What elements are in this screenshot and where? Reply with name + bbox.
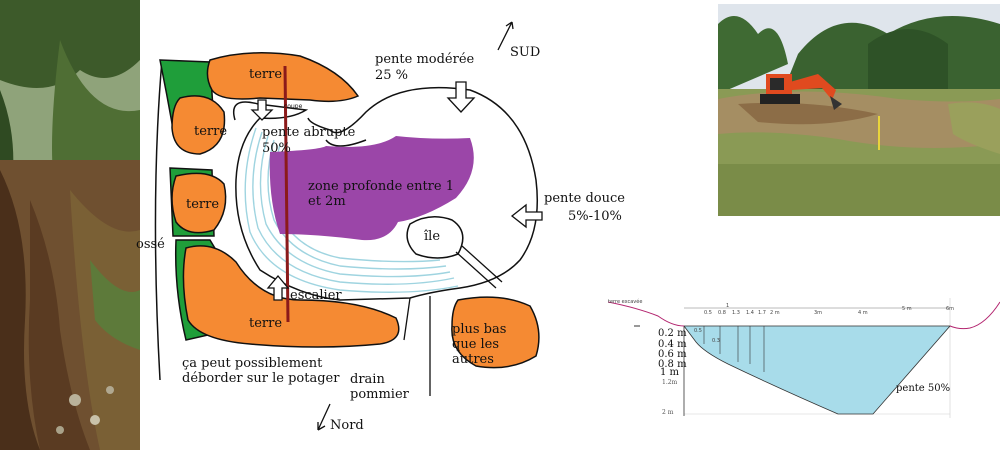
top-tick-8: 4 m — [858, 310, 868, 316]
terre-bottom — [182, 245, 400, 348]
photo-excavation — [718, 4, 1000, 216]
slope-label: pente 50% — [896, 383, 951, 394]
label-plus-bas: plus bas que les autres — [452, 322, 507, 367]
top-tick-2: 1 — [726, 303, 730, 309]
arrow-pente-moderee — [446, 81, 476, 113]
terre-plus-bas — [451, 296, 540, 369]
arrow-escalier — [266, 274, 290, 301]
step-label-0: 0.5 — [694, 328, 702, 334]
label-terre-left-1: terre — [194, 124, 228, 139]
top-tick-1: 0.8 — [718, 310, 726, 316]
label-pente-douce-pct: 5%-10% — [568, 209, 622, 224]
depth-label-3: 0.8 m — [658, 359, 687, 370]
pond-sketch: terre terre terre terre coupe pente modé… — [136, 0, 740, 450]
label-nord: Nord — [330, 418, 364, 433]
top-tick-7: 3m — [814, 310, 823, 316]
top-tick-4: 1.4 — [746, 310, 754, 316]
label-pente-abrupte-pct: 50% — [262, 141, 291, 156]
photo-excavation-image — [718, 4, 1000, 216]
label-sud: SUD — [510, 45, 541, 60]
pond-outline — [233, 86, 539, 301]
label-pente-moderee: pente modérée — [375, 52, 475, 67]
label-pente-douce: pente douce — [544, 191, 625, 206]
label-coupe: coupe — [284, 103, 303, 110]
top-tick-6: 2 m — [770, 310, 780, 316]
label-fosse: ossé — [136, 237, 165, 252]
terre-left-1 — [171, 95, 226, 155]
arrow-sud-icon — [497, 21, 514, 51]
depth-label-6: 2 m — [662, 409, 674, 416]
label-escalier: escalier — [290, 288, 342, 303]
depth-label-5: 1.2m — [662, 379, 678, 386]
deep-zone — [269, 136, 474, 241]
top-tick-5: 1.7 — [758, 310, 766, 316]
terre-top — [206, 52, 360, 103]
section-line — [283, 65, 290, 323]
depth-label-2: 0.6 m — [658, 349, 687, 360]
excavator-icon — [760, 74, 842, 110]
profile-title: terre excavée — [608, 299, 643, 305]
photo-ditch — [0, 0, 140, 450]
label-drain: drain pommier — [350, 372, 409, 402]
arrow-pente-abrupte — [250, 99, 274, 121]
photo-ditch-image — [0, 0, 140, 450]
water-body — [683, 325, 951, 415]
terre-left-2 — [171, 172, 227, 234]
label-pente-moderee-pct: 25 % — [375, 68, 409, 83]
contour-lines — [244, 127, 459, 293]
label-ile: île — [424, 229, 441, 244]
cross-section-profile: terre excavée 0.2 m 0.4 m 0.6 m 0.8 m 1 … — [608, 268, 1000, 428]
label-zone-profonde: zone profonde entre 1 et 2m — [308, 179, 454, 209]
label-pente-abrupte: pente abrupte — [262, 125, 356, 140]
top-tick-9: 5 m — [902, 306, 912, 312]
label-terre-left-2: terre — [186, 197, 220, 212]
label-terre-bottom: terre — [249, 316, 283, 331]
arrow-pente-douce — [510, 203, 543, 229]
depth-label-0: 0.2 m — [658, 328, 687, 339]
top-tick-0: 0.5 — [704, 310, 712, 316]
label-terre-top: terre — [249, 67, 283, 82]
depth-label-4: 1 m — [660, 367, 680, 378]
pond-sketch-drawing — [154, 21, 543, 431]
step-label-1: 0.3 — [712, 338, 720, 344]
terrain-line — [608, 301, 1000, 330]
cross-section-drawing — [608, 298, 1000, 418]
top-tick-3: 1.3 — [732, 310, 740, 316]
top-tick-10: 6m — [946, 306, 955, 312]
depth-label-1: 0.4 m — [658, 339, 687, 350]
arrow-nord-icon — [317, 403, 331, 431]
label-debord: ça peut possiblement déborder sur le pot… — [182, 356, 340, 386]
